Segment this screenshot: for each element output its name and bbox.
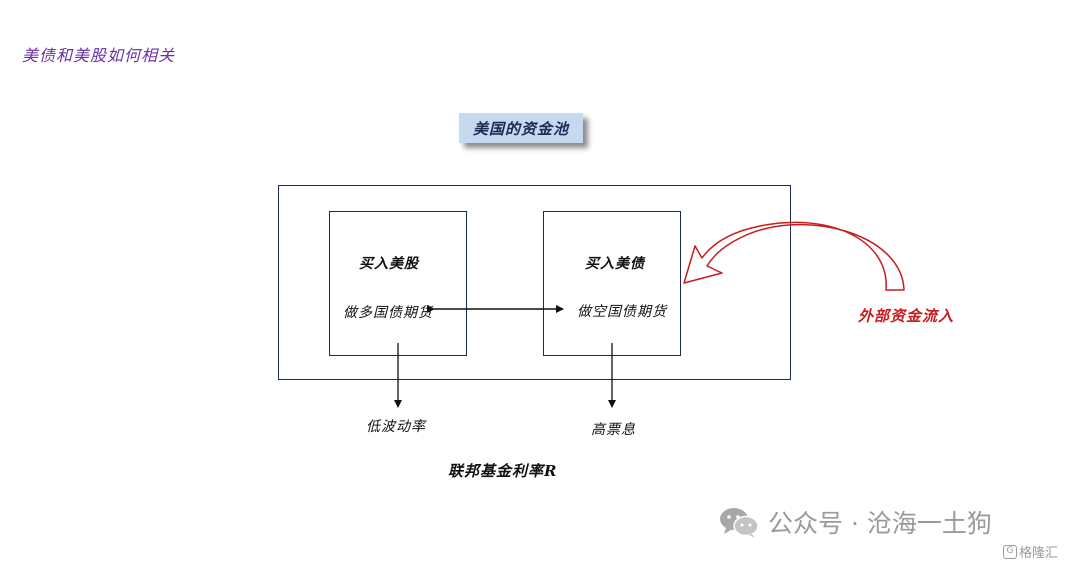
left-box-line2: 做多国债期货 [343,305,433,321]
corner-logo-mark: G [1003,544,1017,559]
right-outcome: 高票息 [591,422,636,438]
right-box-line1: 买入美债 [585,256,645,272]
pool-title: 美国的资金池 [459,113,583,143]
watermark-text: 公众号 · 沧海一土狗 [768,509,992,538]
fed-funds-rate-label: 联邦基金利率R [448,462,558,480]
watermark: 公众号 · 沧海一土狗 [718,504,992,540]
corner-logo-text: 格隆汇 [1019,546,1059,561]
inflow-arrow [683,221,905,291]
right-box-line2: 做空国债期货 [577,304,667,320]
left-box-line1: 买入美股 [359,256,419,272]
left-outcome: 低波动率 [366,419,426,435]
wechat-icon [720,508,759,538]
external-inflow-label: 外部资金流入 [858,307,955,325]
corner-logo: G 格隆汇 [1003,542,1058,561]
capital-pool-frame [278,185,791,380]
pool-title-text: 美国的资金池 [472,119,569,138]
page-title: 美债和美股如何相关 [22,46,176,65]
